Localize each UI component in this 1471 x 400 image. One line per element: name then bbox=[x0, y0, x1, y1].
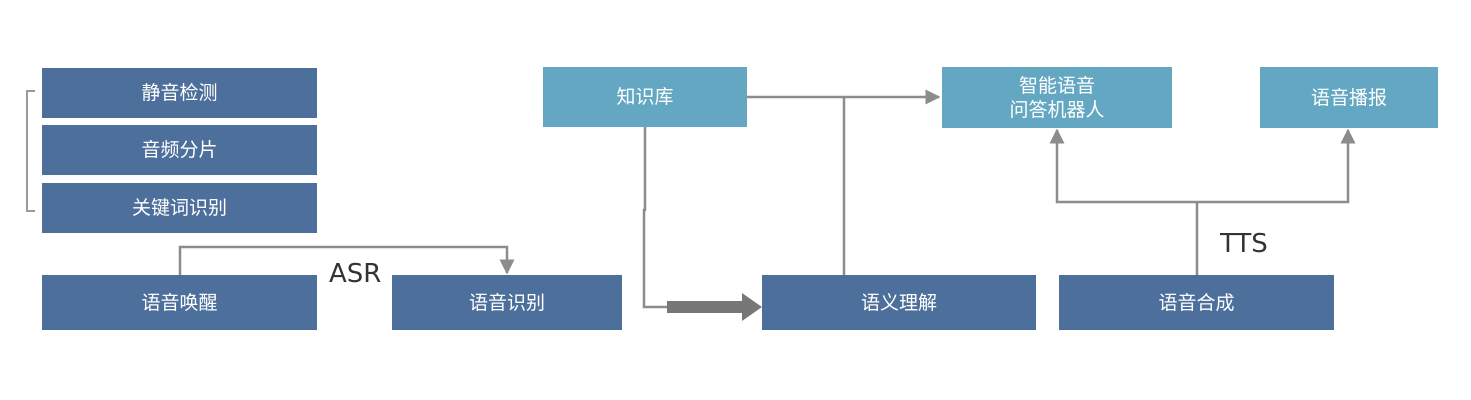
node-speech-recognition: 语音识别 bbox=[392, 275, 622, 330]
node-voice-broadcast-label: 语音播报 bbox=[1310, 86, 1387, 109]
node-voice-wakeup: 语音唤醒 bbox=[42, 275, 317, 330]
node-semantic-understanding-label: 语义理解 bbox=[860, 291, 937, 314]
node-voice-broadcast: 语音播报 bbox=[1260, 67, 1438, 128]
asr-label: ASR bbox=[329, 259, 382, 289]
node-knowledge-base: 知识库 bbox=[543, 67, 747, 127]
node-speech-recognition-label: 语音识别 bbox=[468, 291, 545, 314]
tts-to-qa-connector bbox=[1049, 128, 1197, 204]
asr-connector bbox=[178, 245, 515, 275]
node-speech-synthesis-label: 语音合成 bbox=[1158, 291, 1235, 314]
node-audio-slicing: 音频分片 bbox=[42, 125, 317, 175]
node-audio-slicing-label: 音频分片 bbox=[141, 139, 218, 161]
node-speech-synthesis: 语音合成 bbox=[1059, 275, 1334, 330]
knowledge-to-semantic-line bbox=[642, 127, 667, 309]
knowledge-to-semantic-thick-arrow bbox=[667, 293, 762, 321]
node-silence-detection-label: 静音检测 bbox=[141, 82, 218, 104]
group-bracket bbox=[26, 90, 35, 212]
node-silence-detection: 静音检测 bbox=[42, 68, 317, 118]
node-qa-robot: 智能语音 问答机器人 bbox=[942, 67, 1172, 128]
tts-label: TTS bbox=[1220, 229, 1268, 259]
node-keyword-recognition-label: 关键词识别 bbox=[131, 197, 227, 219]
node-keyword-recognition: 关键词识别 bbox=[42, 183, 317, 233]
node-qa-robot-label: 智能语音 问答机器人 bbox=[1009, 74, 1105, 121]
node-semantic-understanding: 语义理解 bbox=[762, 275, 1036, 330]
node-knowledge-base-label: 知识库 bbox=[616, 86, 674, 108]
tts-to-broadcast-connector bbox=[1197, 128, 1356, 204]
node-voice-wakeup-label: 语音唤醒 bbox=[141, 291, 218, 314]
